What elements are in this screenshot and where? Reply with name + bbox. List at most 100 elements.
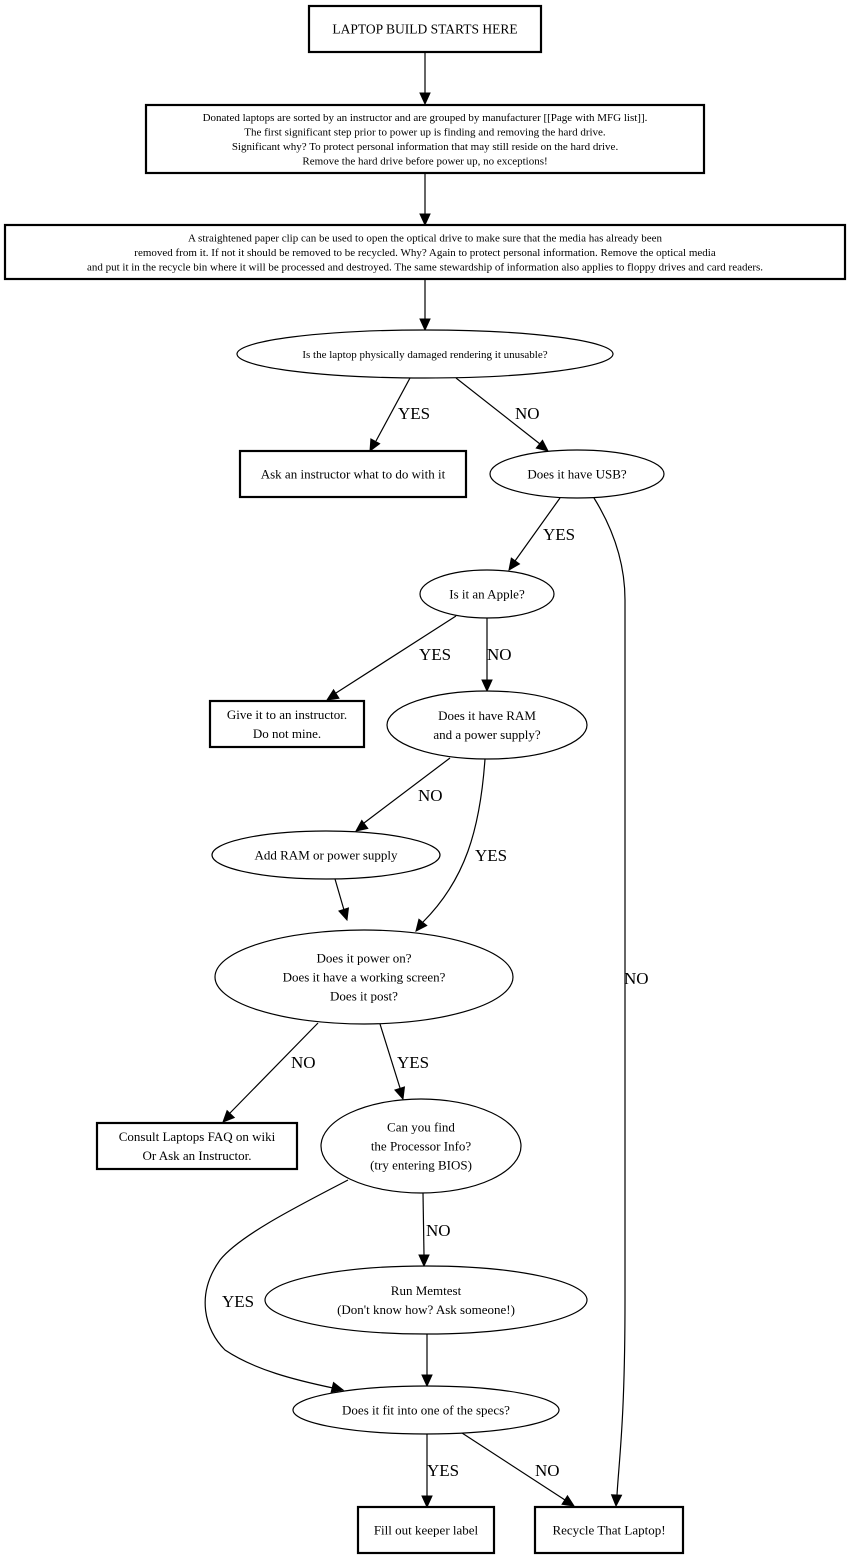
decision-ellipse xyxy=(386,690,588,760)
arrowhead-icon xyxy=(394,1086,406,1101)
edge-line xyxy=(455,377,541,445)
edge-power-to-faq: NO xyxy=(222,1022,319,1123)
node-text-line: the Processor Info? xyxy=(371,1139,472,1154)
edge-line xyxy=(422,1192,425,1256)
node-power: Does it power on? Does it have a working … xyxy=(214,929,514,1025)
node-text-line: (try entering BIOS) xyxy=(370,1158,472,1173)
arrowhead-icon xyxy=(508,557,521,571)
decision-ellipse xyxy=(236,329,614,379)
node-text-line: Does it power on? xyxy=(317,951,412,966)
node-sort: Donated laptops are sorted by an instruc… xyxy=(144,103,706,175)
node-text-line: Does it fit into one of the specs? xyxy=(342,1403,510,1418)
node-text-line: Add RAM or power supply xyxy=(255,848,398,863)
edge-processor-to-memtest: NO xyxy=(418,1192,451,1268)
edge-ram-to-power: YES xyxy=(415,758,507,932)
node-text-line: Or Ask an Instructor. xyxy=(142,1148,251,1163)
edge-power-to-processor: YES xyxy=(379,1023,429,1101)
node-faq: Consult Laptops FAQ on wiki Or Ask an Ins… xyxy=(95,1121,299,1171)
edge-label: NO xyxy=(535,1461,560,1480)
decision-ellipse xyxy=(320,1098,522,1194)
edge-usb-to-recycle: NO xyxy=(593,497,649,1508)
arrowhead-icon xyxy=(222,1109,236,1123)
process-box xyxy=(238,449,468,499)
node-start: LAPTOP BUILD STARTS HERE xyxy=(307,4,543,54)
node-text-line: Recycle That Laptop! xyxy=(552,1523,665,1538)
node-text-line: Donated laptops are sorted by an instruc… xyxy=(203,112,648,124)
arrowhead-icon xyxy=(535,439,549,452)
arrowhead-icon xyxy=(418,1254,430,1268)
node-text-line: removed from it. If not it should be rem… xyxy=(134,247,716,259)
edge-line xyxy=(593,497,626,1496)
process-box xyxy=(208,699,366,749)
process-box xyxy=(307,4,543,54)
edge-line xyxy=(379,1023,401,1089)
edge-label: YES xyxy=(222,1292,254,1311)
edge-line xyxy=(335,615,457,694)
node-text-line: Consult Laptops FAQ on wiki xyxy=(119,1129,276,1144)
edge-line xyxy=(229,1022,319,1114)
node-keeper: Fill out keeper label xyxy=(356,1505,496,1555)
arrowhead-icon xyxy=(561,1494,576,1507)
process-box xyxy=(95,1121,299,1171)
node-text-line: A straightened paper clip can be used to… xyxy=(188,232,663,244)
edge-damaged-to-ask-instructor: YES xyxy=(369,377,430,453)
edge-line xyxy=(334,878,345,911)
node-text-line: LAPTOP BUILD STARTS HERE xyxy=(332,22,517,37)
edge-line xyxy=(363,757,451,824)
edge-memtest-to-specs xyxy=(421,1334,433,1388)
node-usb: Does it have USB? xyxy=(489,449,665,499)
edge-sort-to-optical xyxy=(419,173,431,227)
node-specs: Does it fit into one of the specs? xyxy=(292,1385,560,1435)
edge-label: NO xyxy=(487,645,512,664)
node-text-line: Does it have a working screen? xyxy=(283,970,446,985)
node-optical: A straightened paper clip can be used to… xyxy=(3,223,847,281)
node-text-line: Ask an instructor what to do with it xyxy=(261,467,446,482)
edge-processor-to-specs: YES xyxy=(204,1179,349,1393)
node-text-line: Is the laptop physically damaged renderi… xyxy=(302,349,547,361)
node-recycle: Recycle That Laptop! xyxy=(533,1505,685,1555)
node-text-line: and a power supply? xyxy=(433,727,540,742)
node-text-line: Remove the hard drive before power up, n… xyxy=(302,156,547,168)
process-box xyxy=(144,103,706,175)
decision-ellipse xyxy=(264,1265,588,1335)
node-text-line: Do not mine. xyxy=(253,726,321,741)
edge-label: YES xyxy=(419,645,451,664)
node-text-line: Significant why? To protect personal inf… xyxy=(232,141,619,153)
edge-label: NO xyxy=(426,1221,451,1240)
node-text-line: (Don't know how? Ask someone!) xyxy=(337,1302,515,1317)
edge-start-to-sort xyxy=(419,52,431,106)
node-ram: Does it have RAM and a power supply? xyxy=(386,690,588,760)
arrowhead-icon xyxy=(481,679,493,693)
edge-label: NO xyxy=(624,969,649,988)
edge-line xyxy=(461,1432,566,1501)
arrowhead-icon xyxy=(330,1381,345,1393)
arrowhead-icon xyxy=(338,907,350,922)
edge-label: YES xyxy=(397,1053,429,1072)
node-text-line: Give it to an instructor. xyxy=(227,707,347,722)
edge-line xyxy=(514,497,561,562)
arrowhead-icon xyxy=(421,1374,433,1388)
edge-label: YES xyxy=(475,846,507,865)
node-apple: Is it an Apple? xyxy=(419,569,555,619)
arrowhead-icon xyxy=(355,819,369,832)
edge-label: NO xyxy=(291,1053,316,1072)
edge-usb-to-apple: YES xyxy=(508,497,575,571)
node-text-line: The first significant step prior to powe… xyxy=(244,127,606,139)
node-text-line: Run Memtest xyxy=(391,1283,462,1298)
edge-damaged-to-usb: NO xyxy=(455,377,549,452)
arrowhead-icon xyxy=(419,318,431,332)
node-memtest: Run Memtest (Don't know how? Ask someone!… xyxy=(264,1265,588,1335)
edge-label: NO xyxy=(515,404,540,423)
decision-ellipse xyxy=(214,929,514,1025)
edge-apple-to-give-instructor: YES xyxy=(325,615,457,701)
node-text-line: Does it have RAM xyxy=(438,708,536,723)
edge-label: YES xyxy=(398,404,430,423)
process-box xyxy=(533,1505,685,1555)
arrowhead-icon xyxy=(415,918,428,932)
arrowhead-icon xyxy=(421,1495,433,1509)
edge-add-ram-to-power xyxy=(334,878,350,922)
arrowhead-icon xyxy=(325,688,340,701)
